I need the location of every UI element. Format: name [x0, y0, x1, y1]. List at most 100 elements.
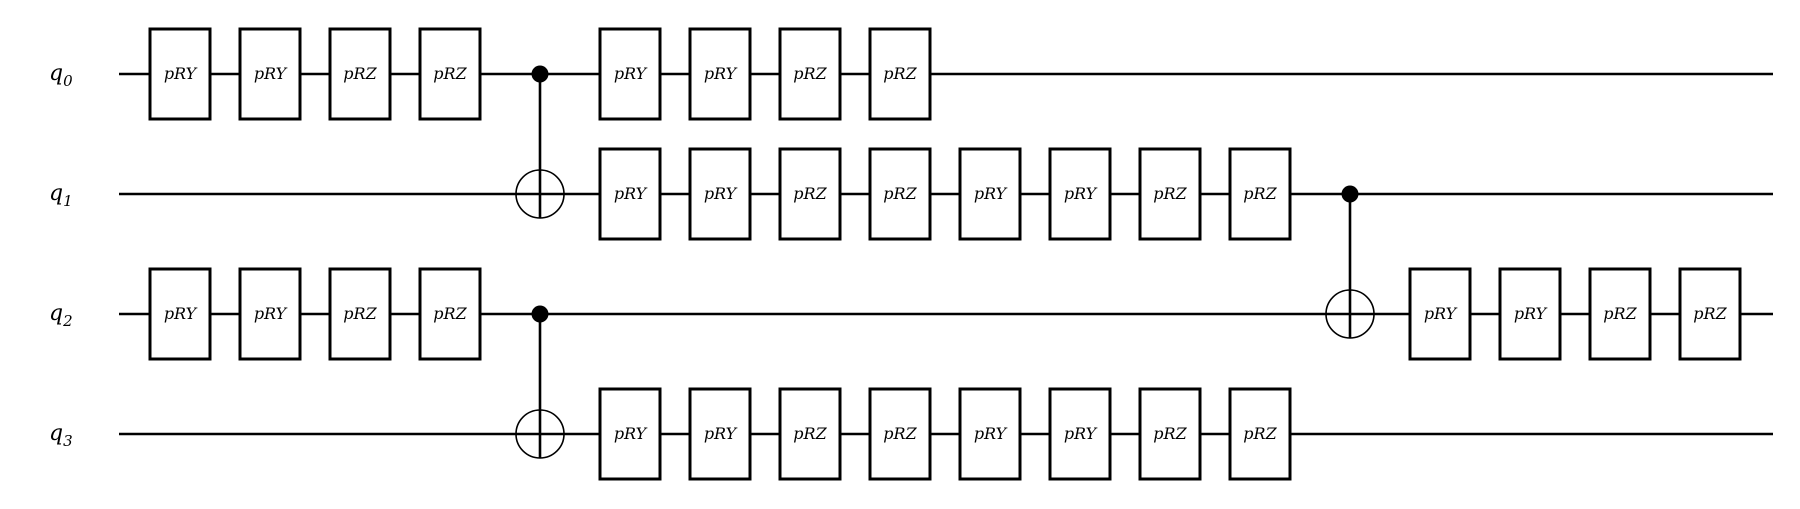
gate-pry: pRY	[598, 27, 662, 121]
gate-box	[598, 147, 662, 241]
gate-box	[1228, 147, 1292, 241]
gate-box	[1138, 387, 1202, 481]
gate-prz: pRZ	[1588, 267, 1652, 361]
gate-prz: pRZ	[1678, 267, 1742, 361]
gate-label: pRZ	[1693, 304, 1727, 323]
gate-label: pRY	[614, 64, 648, 83]
cnot-control-dot	[1341, 185, 1359, 203]
gate-pry: pRY	[688, 147, 752, 241]
gate-box	[598, 27, 662, 121]
gate-label: pRZ	[883, 64, 917, 83]
gate-label: pRZ	[343, 304, 377, 323]
gate-pry: pRY	[1048, 147, 1112, 241]
gate-pry: pRY	[1408, 267, 1472, 361]
gate-label: pRY	[164, 304, 198, 323]
gate-label: pRY	[254, 304, 288, 323]
gate-box	[1048, 387, 1112, 481]
cnot-gate-1	[515, 305, 565, 459]
gate-pry: pRY	[958, 147, 1022, 241]
gate-pry: pRY	[598, 147, 662, 241]
gate-label: pRY	[1064, 184, 1098, 203]
gate-pry: pRY	[688, 387, 752, 481]
gate-pry: pRY	[148, 27, 212, 121]
gate-box	[238, 267, 302, 361]
gate-box	[958, 387, 1022, 481]
rotation-gates: pRY pRY pRZ pRZ pRY pRY pRZ pRZ pRY pRY pRZ pRZ pRY p…	[148, 27, 1742, 481]
gate-label: pRZ	[793, 64, 827, 83]
gate-box	[148, 267, 212, 361]
gate-prz: pRZ	[778, 387, 842, 481]
gate-label: pRZ	[1603, 304, 1637, 323]
gate-label: pRY	[254, 64, 288, 83]
gate-prz: pRZ	[868, 387, 932, 481]
gate-label: pRY	[1064, 424, 1098, 443]
qubit-label-index: 0	[63, 72, 73, 90]
gate-label: pRZ	[793, 184, 827, 203]
qubit-label-name: q	[49, 181, 63, 206]
gate-pry: pRY	[148, 267, 212, 361]
cnot-control-dot	[531, 305, 549, 323]
qubit-label-index: 2	[62, 312, 73, 330]
gate-box	[1678, 267, 1742, 361]
gate-box	[688, 387, 752, 481]
gate-label: pRY	[1424, 304, 1458, 323]
qubit-label-2: q2	[49, 301, 73, 330]
gate-label: pRY	[1514, 304, 1548, 323]
gate-label: pRZ	[1153, 424, 1187, 443]
gate-box	[328, 27, 392, 121]
gate-box	[778, 27, 842, 121]
cnot-gate-0	[515, 65, 565, 219]
gate-box	[868, 27, 932, 121]
gate-box	[328, 267, 392, 361]
gate-label: pRZ	[883, 424, 917, 443]
gate-box	[778, 387, 842, 481]
qubit-label-0: q0	[49, 61, 73, 90]
qubit-label-name: q	[49, 301, 63, 326]
gate-label: pRZ	[883, 184, 917, 203]
gate-label: pRY	[704, 184, 738, 203]
gate-box	[598, 387, 662, 481]
gate-label: pRY	[974, 184, 1008, 203]
qubit-label-index: 3	[63, 432, 73, 450]
gate-label: pRZ	[1243, 424, 1277, 443]
gate-label: pRY	[614, 184, 648, 203]
qubit-label-1: q1	[49, 181, 73, 210]
qubit-wires	[119, 72, 1773, 436]
gate-label: pRY	[704, 424, 738, 443]
cnot-gates	[515, 65, 1375, 459]
gate-box	[148, 27, 212, 121]
gate-box	[958, 147, 1022, 241]
gate-prz: pRZ	[778, 27, 842, 121]
gate-pry: pRY	[238, 267, 302, 361]
qubit-label-3: q3	[49, 421, 73, 450]
gate-label: pRZ	[1153, 184, 1187, 203]
gate-box	[688, 27, 752, 121]
gate-prz: pRZ	[778, 147, 842, 241]
gate-label: pRY	[974, 424, 1008, 443]
gate-prz: pRZ	[328, 27, 392, 121]
gate-box	[1498, 267, 1562, 361]
gate-pry: pRY	[1498, 267, 1562, 361]
qubit-label-name: q	[49, 61, 63, 86]
gate-pry: pRY	[598, 387, 662, 481]
gate-box	[868, 147, 932, 241]
gate-pry: pRY	[238, 27, 302, 121]
gate-label: pRZ	[433, 304, 467, 323]
gate-box	[1588, 267, 1652, 361]
gate-box	[778, 147, 842, 241]
gate-label: pRY	[164, 64, 198, 83]
gate-box	[1048, 147, 1112, 241]
gate-box	[418, 267, 482, 361]
gate-prz: pRZ	[418, 267, 482, 361]
gate-label: pRY	[614, 424, 648, 443]
gate-label: pRZ	[433, 64, 467, 83]
gate-box	[868, 387, 932, 481]
gate-prz: pRZ	[1138, 147, 1202, 241]
cnot-control-dot	[531, 65, 549, 83]
gate-prz: pRZ	[1228, 147, 1292, 241]
gate-box	[1228, 387, 1292, 481]
gate-prz: pRZ	[868, 147, 932, 241]
gate-pry: pRY	[1048, 387, 1112, 481]
